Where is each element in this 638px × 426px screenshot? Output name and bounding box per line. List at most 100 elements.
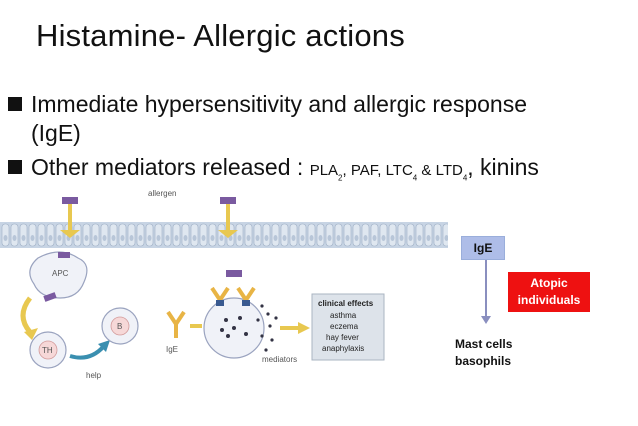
atopic-line-2: individuals <box>517 293 581 307</box>
mediator-kinins: , kinins <box>467 154 539 180</box>
membrane-cell-nucleus <box>255 235 260 241</box>
membrane-cell-nucleus <box>372 235 377 241</box>
ige-antibody: IgE <box>166 310 186 354</box>
membrane-cell-nucleus <box>399 235 404 241</box>
membrane-cell-nucleus <box>273 235 278 241</box>
arrow-head-help <box>98 340 110 352</box>
th-label: TH <box>42 346 53 355</box>
membrane-cell-nucleus <box>327 235 332 241</box>
membrane-cell-nucleus <box>237 235 242 241</box>
membrane-cell-nucleus <box>246 235 251 241</box>
membrane-cell-nucleus <box>156 235 161 241</box>
membrane-cell-nucleus <box>57 235 62 241</box>
membrane-cell-nucleus <box>210 235 215 241</box>
membrane-cell <box>442 223 448 247</box>
membrane-cell-nucleus <box>201 235 206 241</box>
arrow-apc-th <box>20 296 33 334</box>
clinical-effect-asthma: asthma <box>330 311 357 320</box>
membrane-cell-nucleus <box>75 235 80 241</box>
mediator-ltd: & LTD <box>417 162 463 179</box>
membrane-cell-nucleus <box>264 235 269 241</box>
membrane-cell-nucleus <box>426 235 431 241</box>
membrane-cell-nucleus <box>30 235 35 241</box>
clinical-effect-anaphylaxis: anaphylaxis <box>322 344 364 353</box>
bullet-1-line-2: (IgE) <box>31 120 81 146</box>
apc-cell: APC <box>29 251 88 302</box>
membrane-cells <box>1 223 448 247</box>
membrane-cell-nucleus <box>318 235 323 241</box>
mast-cells-label: Mast cells basophils <box>455 336 512 370</box>
mediator-pla-sub: 2 <box>338 173 343 183</box>
membrane-cell-nucleus <box>345 235 350 241</box>
membrane-cell-nucleus <box>147 235 152 241</box>
th-cell: TH <box>29 331 67 369</box>
membrane-cell-nucleus <box>291 235 296 241</box>
membrane-cell-nucleus <box>183 235 188 241</box>
allergen-label: allergen <box>148 189 176 198</box>
membrane-cell-nucleus <box>300 235 305 241</box>
mast-line-2: basophils <box>455 354 512 368</box>
membrane-cell-nucleus <box>381 235 386 241</box>
mediator-ltd-sub: 4 <box>462 173 468 183</box>
allergy-diagram: allergen APC TH help B IgE <box>0 189 448 380</box>
bullet-2: Other mediators released : PLA2, PAF, LT… <box>8 153 539 193</box>
ige-box: IgE <box>461 236 505 260</box>
allergen-particle-left <box>60 197 80 238</box>
mediator-pla: PLA <box>309 162 339 179</box>
membrane-cell-nucleus <box>174 235 179 241</box>
arrow-help <box>69 344 106 360</box>
membrane-cell-nucleus <box>354 235 359 241</box>
released-mediators <box>256 304 278 352</box>
clinical-effect-eczema: eczema <box>330 322 359 331</box>
membrane-cell-nucleus <box>111 235 116 241</box>
allergen-particle-right <box>218 197 238 238</box>
bullet-1: Immediate hypersensitivity and allergic … <box>8 90 527 118</box>
mediator-paf-ltc: , PAF, LTC <box>342 162 413 179</box>
membrane-cell-nucleus <box>102 235 107 241</box>
b-cell: B <box>101 307 139 345</box>
membrane-cell-nucleus <box>93 235 98 241</box>
membrane-cell-nucleus <box>444 235 448 241</box>
membrane-cell-nucleus <box>12 235 17 241</box>
membrane-cell-nucleus <box>219 235 224 241</box>
bullet-2-main: Other mediators released : <box>31 154 310 180</box>
mediators-label: mediators <box>262 355 297 364</box>
membrane-cell-nucleus <box>192 235 197 241</box>
page-title: Histamine- Allergic actions <box>36 18 405 53</box>
atopic-individuals-box: Atopic individuals <box>508 272 590 312</box>
membrane-cell-nucleus <box>48 235 53 241</box>
membrane-cell-nucleus <box>336 235 341 241</box>
membrane-cell-nucleus <box>138 235 143 241</box>
mast-cell <box>203 270 265 359</box>
membrane-cell-nucleus <box>282 235 287 241</box>
membrane-cell-nucleus <box>84 235 89 241</box>
bullet-square-icon <box>8 160 22 174</box>
ige-diagram-label: IgE <box>166 345 178 354</box>
membrane-cell-nucleus <box>21 235 26 241</box>
membrane-cell-nucleus <box>129 235 134 241</box>
membrane-cell-nucleus <box>39 235 44 241</box>
membrane-cell-nucleus <box>390 235 395 241</box>
clinical-effect-hay-fever: hay fever <box>326 333 359 342</box>
ige-to-mast-arrow <box>485 260 487 318</box>
membrane-cell-nucleus <box>165 235 170 241</box>
mediator-ltc-sub: 4 <box>412 173 418 183</box>
membrane-cell-nucleus <box>120 235 125 241</box>
bullet-1-line-1: Immediate hypersensitivity and allergic … <box>31 91 528 117</box>
b-label: B <box>117 322 122 331</box>
membrane-cell-nucleus <box>309 235 314 241</box>
apc-label: APC <box>52 269 69 278</box>
membrane-cell-nucleus <box>3 235 8 241</box>
membrane-cell-nucleus <box>417 235 422 241</box>
arrow-head-apc-th <box>24 328 38 340</box>
atopic-line-1: Atopic <box>530 276 568 290</box>
membrane-cell-nucleus <box>363 235 368 241</box>
membrane-cell-nucleus <box>408 235 413 241</box>
bullet-square-icon <box>8 97 22 111</box>
clinical-effects-heading: clinical effects <box>318 299 374 308</box>
arrow-down-icon <box>481 316 491 324</box>
mast-line-1: Mast cells <box>455 337 513 351</box>
arrow-head-mediators <box>298 322 310 334</box>
clinical-effects-box: clinical effects asthma eczema hay fever… <box>311 293 385 361</box>
membrane-cell-nucleus <box>435 235 440 241</box>
